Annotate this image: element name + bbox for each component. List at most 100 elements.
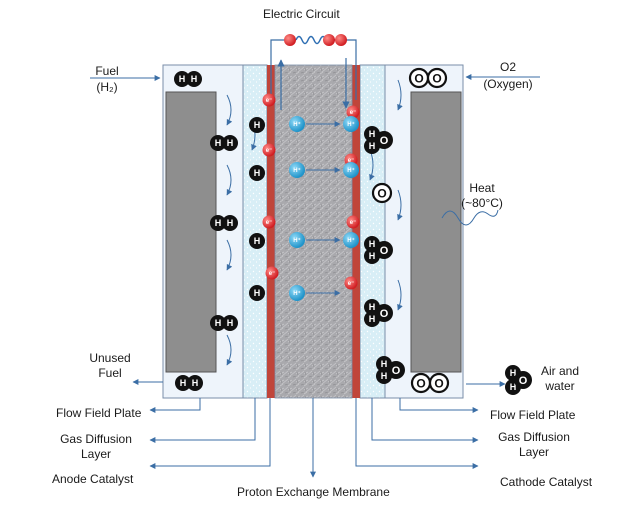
svg-text:O: O [392, 365, 401, 377]
gas-diffusion-right-label-2: Layer [518, 445, 550, 459]
proton: H⁺ [343, 162, 359, 178]
svg-text:e⁻: e⁻ [348, 158, 355, 164]
svg-text:H: H [510, 368, 517, 378]
svg-text:e⁻: e⁻ [350, 110, 357, 116]
svg-text:H: H [369, 129, 376, 139]
flow-field-plate-right-label: Flow Field Plate [490, 408, 576, 422]
svg-text:H: H [369, 251, 376, 261]
svg-text:O: O [377, 186, 386, 200]
oxygen-atom: O [375, 304, 393, 322]
svg-text:H⁺: H⁺ [293, 237, 301, 244]
svg-text:H: H [381, 371, 388, 381]
svg-text:O: O [434, 376, 443, 390]
air-water-label-2: water [545, 379, 575, 393]
oxygen-atom: O [375, 241, 393, 259]
electron [335, 34, 347, 46]
cathode-flow-arrow [397, 79, 403, 111]
anode-flow-arrow [226, 94, 233, 126]
gas-diffusion-right-label: Gas Diffusion [498, 430, 570, 444]
pem-label: Proton Exchange Membrane [237, 485, 390, 499]
leader-gdl-left [149, 398, 256, 443]
svg-text:H: H [215, 138, 222, 148]
flow-field-plate-left-label: Flow Field Plate [56, 406, 142, 420]
svg-text:e⁻: e⁻ [266, 148, 273, 154]
cathode-catalyst-label: Cathode Catalyst [500, 475, 593, 489]
svg-text:e⁻: e⁻ [266, 98, 273, 104]
svg-text:H⁺: H⁺ [347, 167, 355, 174]
svg-text:H: H [254, 120, 261, 130]
svg-text:H: H [369, 302, 376, 312]
svg-text:e⁻: e⁻ [269, 271, 276, 277]
svg-text:H: H [254, 236, 261, 246]
electron: e⁻ [262, 93, 276, 107]
svg-text:H: H [369, 239, 376, 249]
oxygen-atom: O [410, 372, 432, 394]
svg-text:H: H [254, 168, 261, 178]
svg-text:e⁻: e⁻ [348, 281, 355, 287]
oxygen-atom: O [514, 371, 532, 389]
anode-flow-arrow [226, 239, 233, 271]
svg-text:O: O [416, 376, 425, 390]
hydrogen-atom: H [249, 285, 265, 301]
svg-text:H: H [227, 218, 234, 228]
heat-label: Heat [469, 181, 495, 195]
leader-flow-plate-right [399, 398, 479, 413]
air-water-label: Air and [540, 364, 580, 378]
svg-text:H: H [227, 138, 234, 148]
gas-diffusion-left-label: Gas Diffusion [60, 432, 132, 446]
cathode-graphite-block [410, 91, 462, 373]
proton: H⁺ [289, 285, 305, 301]
proton: H⁺ [343, 116, 359, 132]
hydrogen-atom: H [222, 135, 238, 151]
hydrogen-atom: H [222, 215, 238, 231]
hydrogen-atom: H [222, 315, 238, 331]
oxygen-atom: O [428, 372, 450, 394]
anode-flow-arrow [226, 334, 233, 366]
oxygen-atom: O [375, 131, 393, 149]
anode-catalyst-label: Anode Catalyst [52, 472, 134, 486]
hydrogen-atom: H [175, 375, 191, 391]
svg-text:H: H [215, 318, 222, 328]
svg-text:O: O [414, 71, 423, 85]
svg-text:H: H [180, 378, 187, 388]
hydrogen-atom: H [174, 71, 190, 87]
proton: H⁺ [289, 232, 305, 248]
svg-text:H: H [381, 359, 388, 369]
electron: e⁻ [346, 105, 360, 119]
hydrogen-atom: H [249, 165, 265, 181]
unused-fuel-label: Unused [89, 351, 131, 365]
svg-text:H: H [215, 218, 222, 228]
svg-text:H⁺: H⁺ [293, 121, 301, 128]
electron [284, 34, 296, 46]
hydrogen-atom: H [249, 117, 265, 133]
svg-text:H: H [191, 74, 198, 84]
o2-label: O2 [499, 60, 516, 74]
svg-text:H: H [179, 74, 186, 84]
leader-gdl-right [371, 398, 479, 443]
electron: e⁻ [346, 215, 360, 229]
hydrogen-atom: H [210, 135, 226, 151]
heat-temp-label: (~80°C) [461, 196, 503, 210]
svg-text:e⁻: e⁻ [350, 220, 357, 226]
svg-text:e⁻: e⁻ [266, 220, 273, 226]
oxygen-atom: O [387, 361, 405, 379]
cathode-catalyst-layer [352, 65, 360, 398]
anode-gas-diffusion-layer [242, 64, 268, 399]
svg-text:H: H [227, 318, 234, 328]
oxygen-atom: O [408, 67, 430, 89]
proton-exchange-membrane [274, 64, 353, 399]
electron [323, 34, 335, 46]
svg-text:O: O [380, 245, 389, 257]
hydrogen-atom: H [187, 375, 203, 391]
cathode-flow-arrow [397, 279, 403, 311]
svg-text:H⁺: H⁺ [347, 237, 355, 244]
oxygen-label: (Oxygen) [483, 77, 533, 91]
electric-circuit-label: Electric Circuit [263, 7, 340, 21]
svg-text:O: O [380, 308, 389, 320]
electron: e⁻ [262, 143, 276, 157]
svg-text:H: H [369, 314, 376, 324]
svg-text:O: O [380, 135, 389, 147]
gas-diffusion-left-label-2: Layer [80, 447, 112, 461]
svg-text:H: H [369, 141, 376, 151]
